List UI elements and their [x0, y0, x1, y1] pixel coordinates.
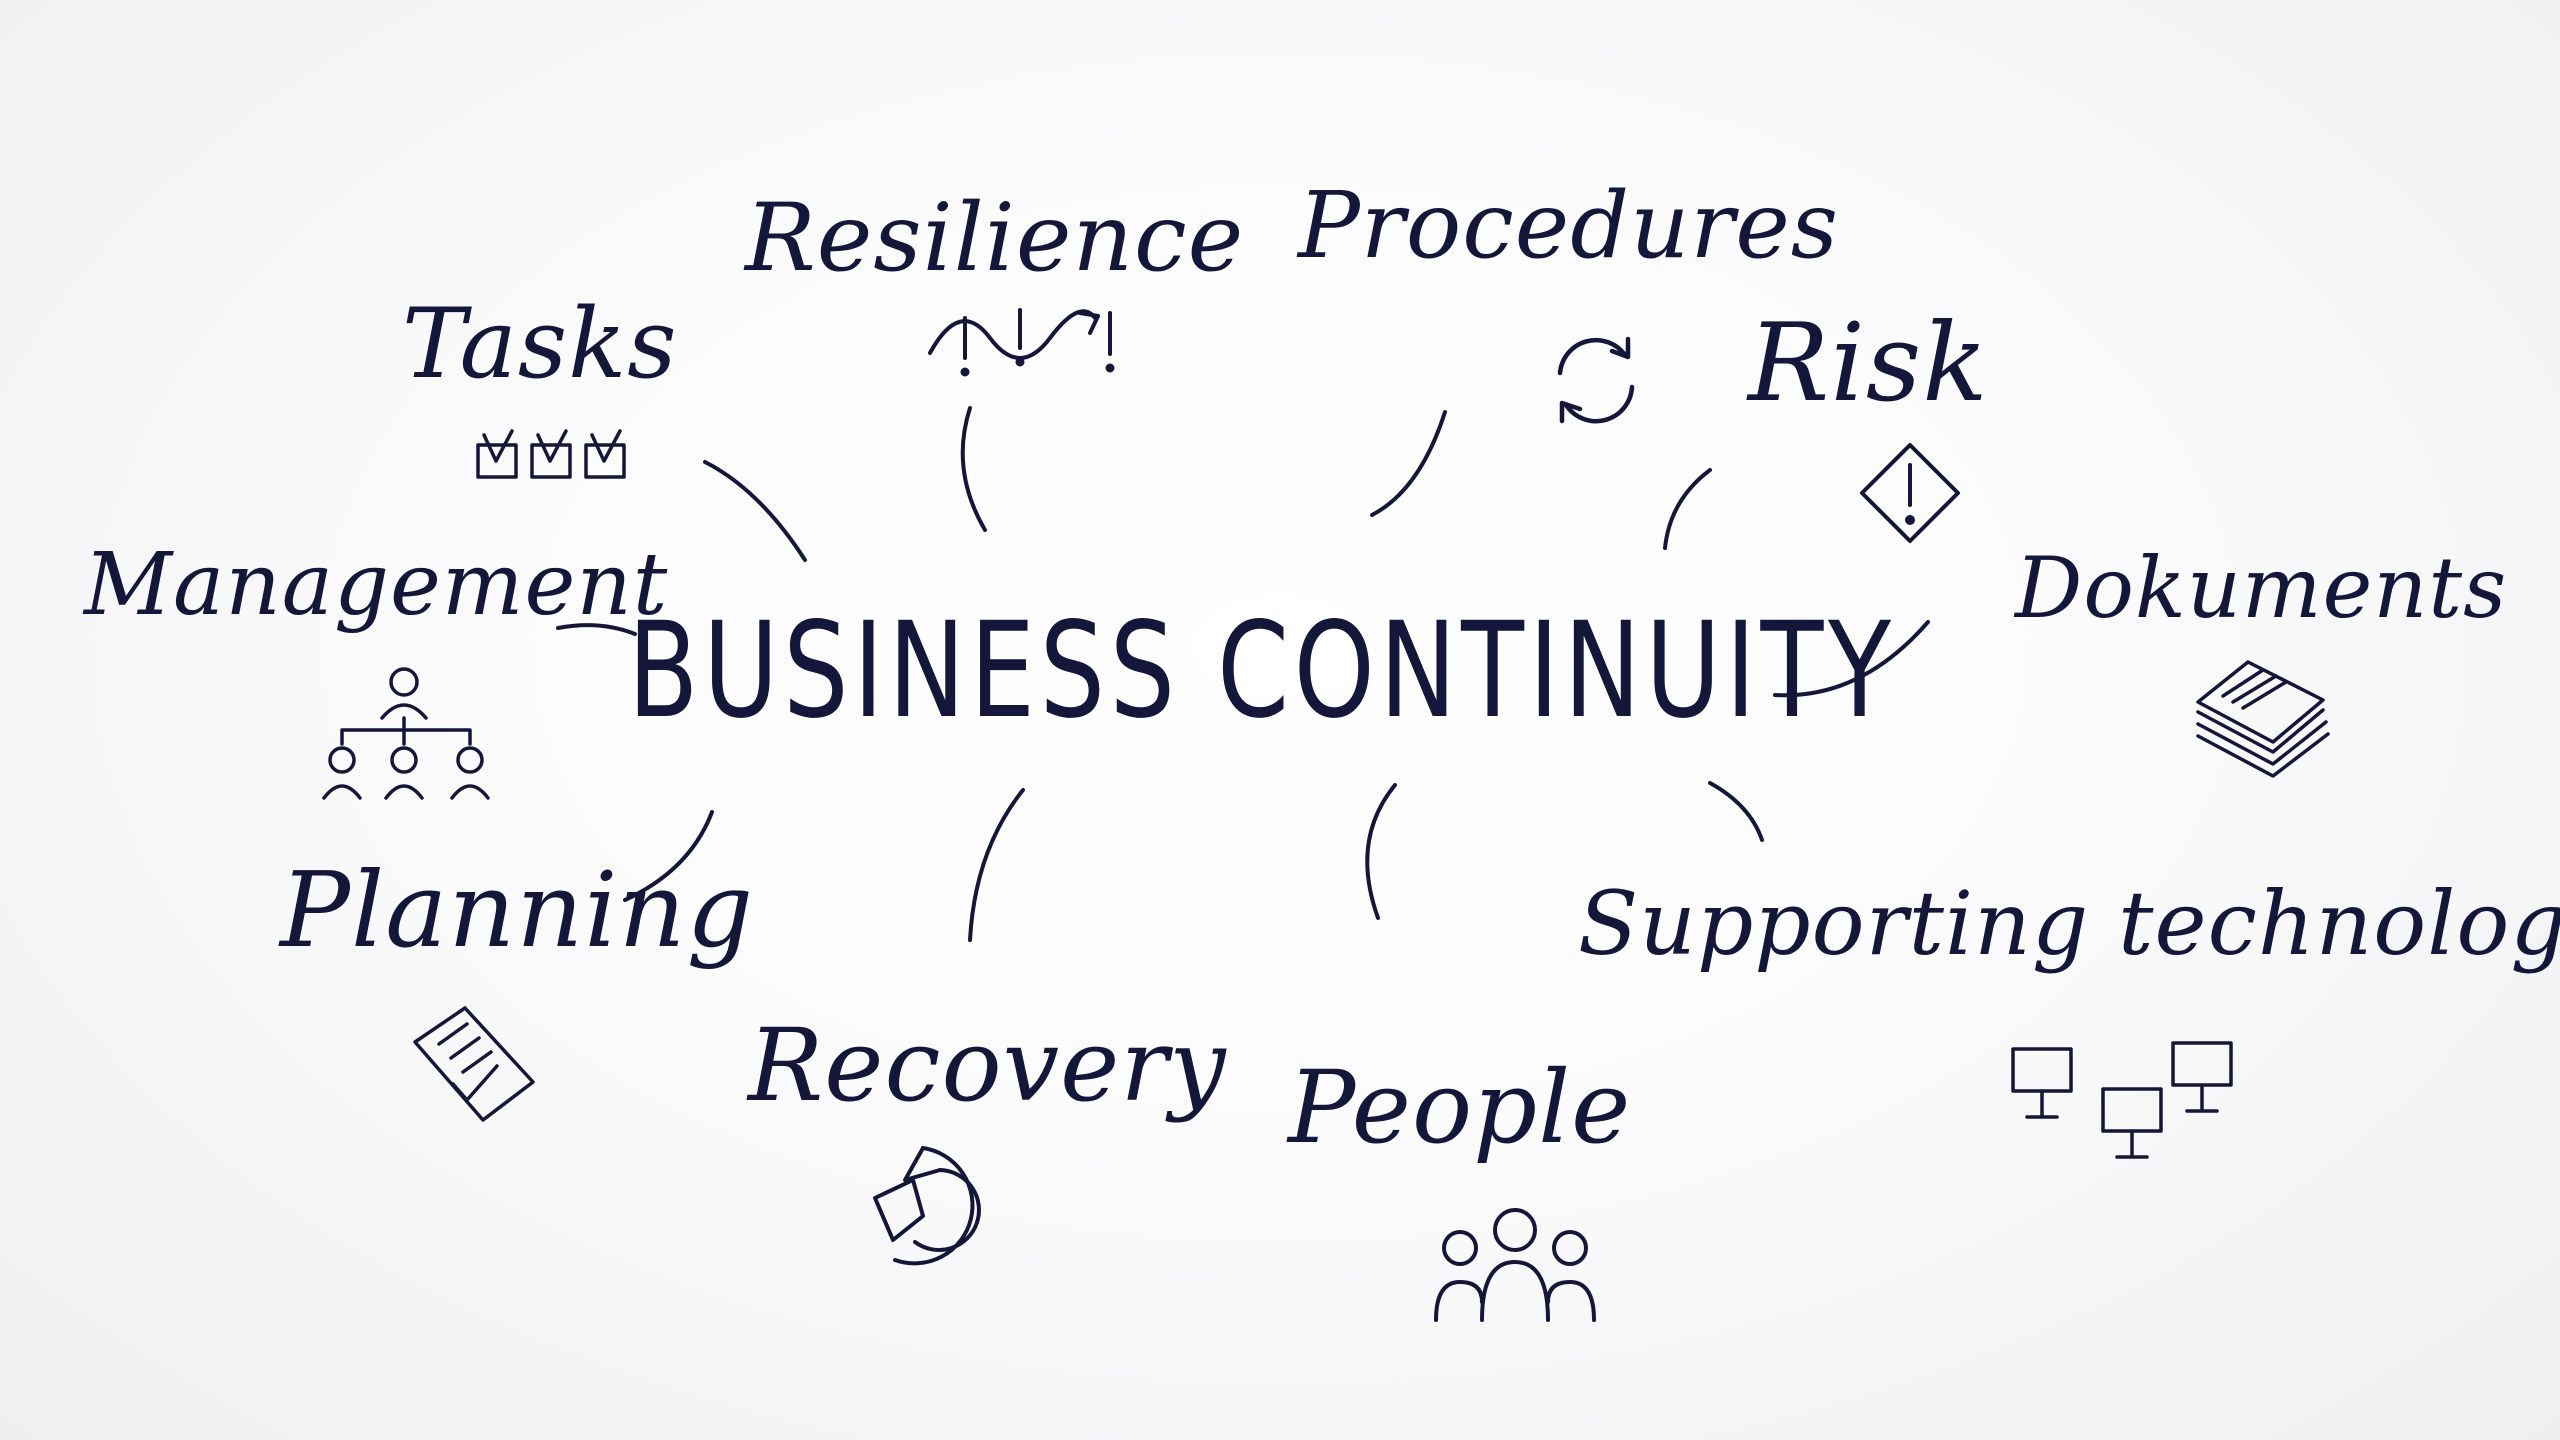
document-stack-icon	[2196, 660, 2330, 778]
checkbox-icon	[476, 429, 626, 479]
topic-planning: Planning	[280, 849, 755, 971]
connector-people	[1365, 783, 1397, 920]
connector-risk	[1663, 468, 1712, 550]
wave-exclamation-icon	[928, 308, 1115, 377]
topic-tasks: Tasks	[402, 288, 678, 400]
checklist-icon	[413, 1006, 535, 1122]
group-people-icon	[1434, 1208, 1596, 1322]
topic-dokuments: Dokuments	[2015, 539, 2508, 637]
connector-tasks	[703, 460, 807, 562]
connector-procedures	[1370, 410, 1447, 517]
recovery-arrow-icon	[873, 1146, 981, 1266]
connector-supporting-technology	[1708, 781, 1764, 842]
topic-procedures: Procedures	[1298, 172, 1840, 279]
topic-management: Management	[84, 535, 669, 635]
org-chart-icon	[322, 667, 490, 800]
warning-diamond-icon	[1860, 443, 1960, 543]
topic-recovery: Recovery	[748, 1007, 1227, 1124]
topic-supporting-technology: Supporting technology	[1578, 872, 2560, 975]
connector-recovery	[968, 788, 1025, 942]
topic-people: People	[1288, 1049, 1632, 1166]
center-title: BUSINESS CONTINUITY	[627, 594, 1896, 748]
connector-dokuments	[1773, 620, 1930, 698]
cycle-arrows-icon	[1557, 336, 1635, 424]
connector-management	[556, 623, 637, 636]
connector-planning	[623, 810, 714, 902]
connector-resilience	[960, 406, 987, 532]
topic-risk: Risk	[1748, 301, 1989, 426]
network-computers-icon	[2011, 1041, 2233, 1159]
topic-resilience: Resilience	[745, 184, 1245, 293]
